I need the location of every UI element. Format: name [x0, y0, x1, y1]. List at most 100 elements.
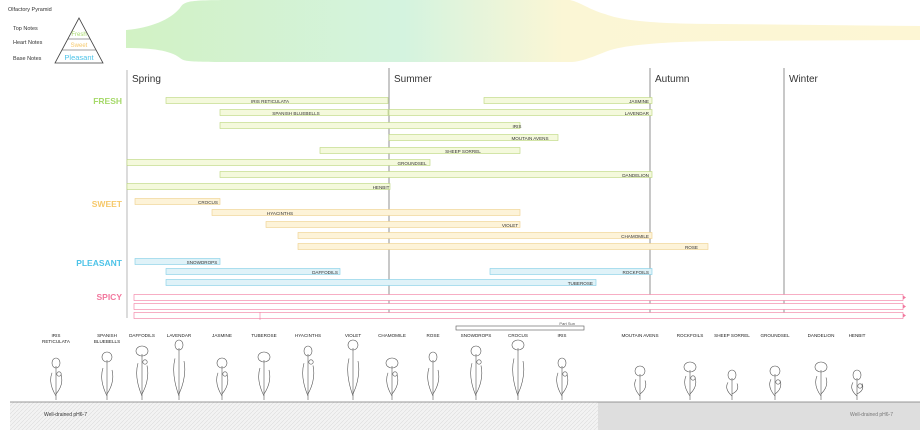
- plant-name-iris: IRIS: [558, 333, 567, 338]
- bloom-bar-label: JASMINE: [629, 99, 649, 104]
- plant-sketch-icon: [347, 339, 360, 400]
- plant-sketch-icon: [101, 351, 114, 400]
- plant-name-spanish-bluebells: BLUEBELLS: [94, 339, 120, 344]
- part-sun-label: Part Sun: [559, 321, 575, 326]
- bloom-bar-label: IRIS: [513, 124, 522, 129]
- plant-sketch-icon: [257, 351, 271, 400]
- bloom-bar-henbit: HENBIT: [126, 183, 391, 190]
- bloom-bar-rockfoils: ROCKFOILS: [489, 268, 653, 275]
- plant-name-spanish-bluebells: SPANISH: [97, 333, 117, 338]
- ground-left-label: Well-drained pH6-7: [44, 412, 87, 418]
- bloom-bar-spicy: [133, 294, 906, 301]
- bloom-bar-label: LAVENDAR: [625, 111, 650, 116]
- part-sun-indicator: Part Sun: [455, 321, 585, 331]
- intensity-ribbon: [126, 0, 920, 62]
- pyramid-top-label: Fresh: [71, 32, 86, 38]
- bloom-bar-label: CHAMOMILE: [621, 234, 649, 239]
- bloom-bar-moutain-avens: MOUTAIN AVENS: [388, 134, 559, 141]
- plant-name-groundsel: GROUNDSEL: [760, 333, 790, 338]
- plant-name-hyacinths: HYACINTHS: [295, 333, 321, 338]
- plant-sketch-icon: [50, 357, 63, 400]
- bloom-bar-label: HENBIT: [373, 185, 390, 190]
- legend-top-notes: Top Notes: [13, 26, 38, 32]
- bloom-bar-label: GROUNDSEL: [397, 161, 427, 166]
- bloom-bar-snowdrops: SNOWDROPS: [134, 258, 221, 265]
- bloom-bar-spicy: [133, 303, 906, 310]
- plant-name-crocus: CROCUS: [508, 333, 528, 338]
- plant-sketch-icon: [470, 345, 483, 400]
- plant-sketch-icon: [769, 365, 782, 400]
- bloom-bar-hyacinths: HYACINTHS: [211, 209, 521, 216]
- ground-right-label: Well-drained pH6-7: [850, 412, 893, 418]
- bloom-bar-dandelion: DANDELION: [219, 171, 653, 178]
- category-label-spicy: SPICY: [96, 292, 122, 302]
- pyramid-icon: Fresh Sweet Pleasant: [54, 17, 104, 64]
- bloom-bar-label: ROCKFOILS: [622, 270, 649, 275]
- season-label-spring: Spring: [132, 74, 161, 85]
- season-label-winter: Winter: [789, 74, 819, 85]
- plant-name-violet: VIOLET: [345, 333, 362, 338]
- bloom-bar-daffodils: DAFFODILS: [165, 268, 341, 275]
- bloom-bar-label: DANDELION: [622, 173, 649, 178]
- plant-name-moutain-avens: MOUTAIN AVENS: [621, 333, 658, 338]
- pyramid-base-label: Pleasant: [64, 53, 94, 62]
- plant-sketches: [50, 339, 864, 400]
- bloom-bar-violet: VIOLET: [265, 221, 521, 228]
- bloom-bar-spanish-bluebells: SPANISH BLUEBELLS: [219, 109, 389, 116]
- plant-name-lavendar: LAVENDAR: [167, 333, 192, 338]
- plant-name-sheep-sorrel: SHEEP SORREL: [714, 333, 750, 338]
- plant-sketch-icon: [302, 345, 315, 400]
- legend-title: Olfactory Pyramid: [8, 7, 52, 13]
- bloom-bar-rose: ROSE: [297, 243, 709, 250]
- plant-name-iris-reticulata: RETICULATA: [42, 339, 71, 344]
- plant-sketch-icon: [851, 369, 864, 400]
- plant-sketch-icon: [634, 365, 647, 400]
- bloom-bars: IRIS RETICULATA JASMINE SPANISH BLUEBELLS L…: [126, 97, 906, 320]
- category-label-pleasant: PLEASANT: [76, 258, 123, 268]
- bloom-bar-label: SHEEP SORREL: [445, 149, 481, 154]
- pyramid-mid-label: Sweet: [71, 43, 88, 49]
- plant-name-dandelion: DANDELION: [808, 333, 835, 338]
- plant-sketch-icon: [216, 357, 229, 400]
- bloom-bar-label: MOUTAIN AVENS: [511, 136, 548, 141]
- bloom-bar-iris: IRIS: [219, 122, 522, 129]
- season-label-autumn: Autumn: [655, 74, 689, 85]
- bloom-bar-groundsel: GROUNDSEL: [126, 159, 431, 166]
- legend-base-notes: Base Notes: [13, 56, 42, 62]
- plant-sketch-icon: [556, 357, 569, 400]
- bloom-bar-iris-reticulata: IRIS RETICULATA: [165, 97, 389, 104]
- plant-name-jasmine: JASMINE: [212, 333, 232, 338]
- bloom-bar-jasmine: JASMINE: [483, 97, 653, 104]
- bloom-bar-label: ROSE: [685, 245, 698, 250]
- plant-name-rockfoils: ROCKFOILS: [677, 333, 704, 338]
- bloom-bar-label: IRIS RETICULATA: [251, 99, 290, 104]
- bloom-bar-spicy: [133, 312, 906, 319]
- plant-name-iris-reticulata: IRIS: [52, 333, 61, 338]
- plant-name-chamomile: CHAMOMILE: [378, 333, 406, 338]
- category-label-sweet: SWEET: [92, 199, 123, 209]
- plant-name-henbit: HENBIT: [849, 333, 866, 338]
- plant-sketch-icon: [814, 361, 828, 400]
- plant-sketch-icon: [385, 357, 399, 400]
- plant-sketch-icon: [135, 345, 149, 400]
- bloom-bar-label: DAFFODILS: [312, 270, 338, 275]
- season-label-summer: Summer: [394, 74, 432, 85]
- ground-right: [598, 402, 920, 430]
- plant-name-snowdrops: SNOWDROPS: [461, 333, 492, 338]
- bloom-bar-label: VIOLET: [502, 223, 519, 228]
- plant-name-tuberose: TUBEROSE: [251, 333, 276, 338]
- plant-sketch-icon: [726, 369, 739, 400]
- bloom-bar-tuberose: TUBEROSE: [165, 279, 597, 286]
- bloom-bar-label: HYACINTHS: [267, 211, 293, 216]
- bloom-bar-label: TUBEROSE: [568, 281, 593, 286]
- bloom-bar-crocus: CROCUS: [134, 198, 221, 205]
- bloom-bar-sheep-sorrel: SHEEP SORREL: [319, 147, 521, 154]
- plant-sketch-icon: [427, 351, 440, 400]
- bloom-bar-chamomile: CHAMOMILE: [297, 232, 653, 239]
- legend-heart-notes: Heart Notes: [13, 40, 43, 46]
- bloom-bar-lavendar: LAVENDAR: [388, 109, 653, 116]
